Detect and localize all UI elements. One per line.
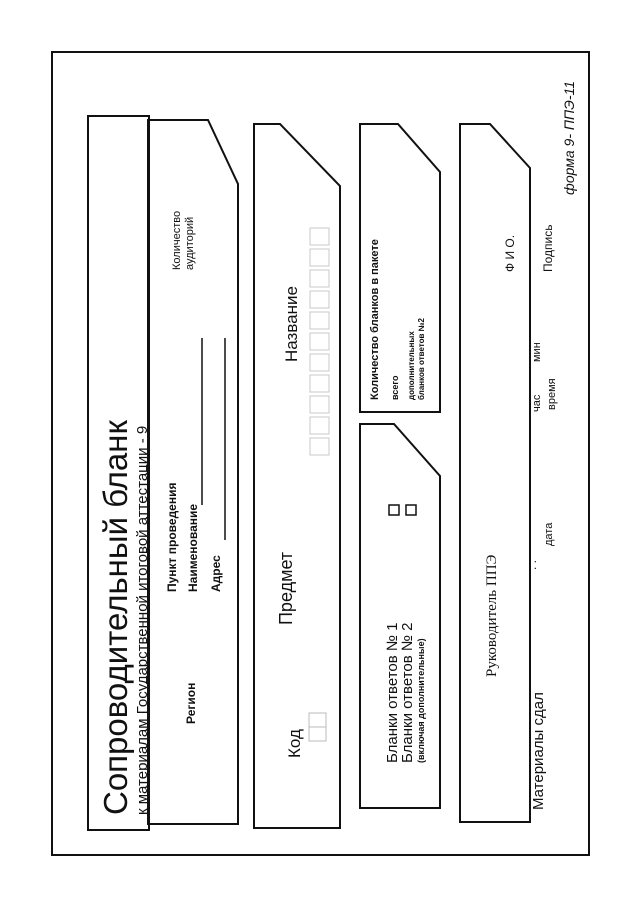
count-total-label: всего — [390, 375, 400, 400]
subject-name-cell[interactable] — [309, 353, 330, 372]
hour-label: час — [531, 394, 543, 412]
signature-label: Подпись — [541, 225, 555, 273]
subject-name-cell[interactable] — [309, 290, 330, 309]
answers2-label: Бланки ответов № 2 — [399, 623, 416, 763]
page-border — [51, 51, 590, 856]
subject-name-cell[interactable] — [309, 311, 330, 330]
form-title: Сопроводительный бланк — [97, 420, 134, 815]
time-label: время — [546, 378, 558, 410]
subject-name-cell[interactable] — [309, 227, 330, 246]
subject-name-cell[interactable] — [309, 269, 330, 288]
code-label: Код — [285, 729, 304, 758]
subject-name-cell[interactable] — [309, 374, 330, 393]
code-boxes[interactable] — [308, 712, 327, 742]
header-panel — [87, 115, 150, 831]
subject-name-cell[interactable] — [309, 437, 330, 456]
answers1-label: Бланки ответов № 1 — [384, 623, 401, 763]
count-extra-line1: дополнительных — [407, 331, 416, 400]
subject-label: Предмет — [276, 552, 296, 625]
subject-name-cell[interactable] — [309, 248, 330, 267]
date-label: дата — [543, 522, 555, 546]
address-label: Адрес — [209, 555, 223, 592]
point-label: Пункт проведения — [165, 483, 179, 592]
subject-name-boxes[interactable] — [309, 227, 330, 456]
form-subtitle: к материалам Государственной итоговой ат… — [134, 426, 151, 815]
subject-name-cell[interactable] — [309, 395, 330, 414]
form-code: форма 9- ППЭ-11 — [561, 81, 577, 195]
answers2-note: (включая дополнительные) — [416, 638, 426, 763]
region-label: Регион — [184, 683, 198, 724]
handover-panel — [459, 123, 531, 823]
count-panel — [359, 123, 441, 413]
date-dots: . . — [525, 560, 539, 570]
location-panel — [147, 119, 239, 825]
head-label: Руководитель ППЭ — [484, 554, 500, 677]
subject-name-cell[interactable] — [309, 332, 330, 351]
blanks-panel — [359, 423, 441, 809]
count-title: Количество бланков в пакете — [369, 239, 381, 400]
rooms-label-line2: аудиторий — [184, 217, 196, 270]
answers1-checkbox[interactable] — [388, 504, 400, 516]
subject-name-cell[interactable] — [309, 416, 330, 435]
count-extra-line2: бланков ответов №2 — [417, 317, 426, 400]
name-label: Наименование — [186, 504, 200, 592]
answers2-checkbox[interactable] — [405, 504, 417, 516]
subject-name-label: Название — [282, 286, 301, 362]
min-label: мин — [531, 342, 543, 362]
subject-panel — [253, 123, 341, 829]
fio-label: Ф И О. — [503, 235, 517, 272]
materials-label: Материалы сдал — [530, 692, 547, 810]
rooms-label-line1: Количество — [171, 211, 183, 270]
